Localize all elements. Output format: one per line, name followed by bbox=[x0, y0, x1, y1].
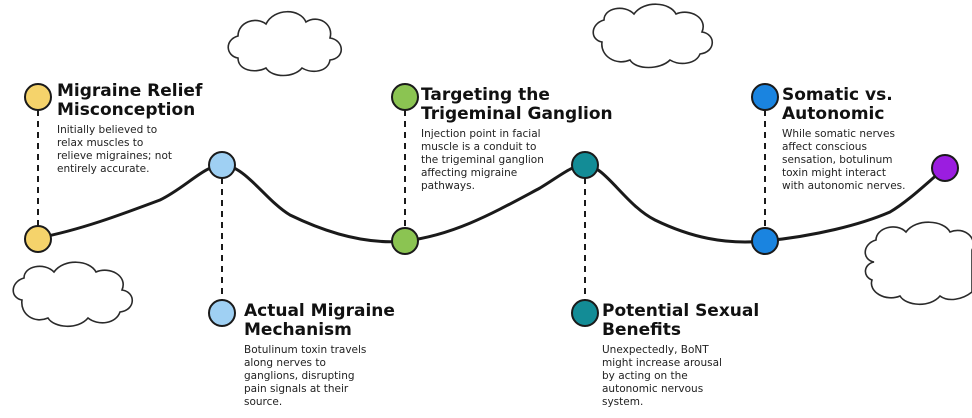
step-4-card: Potential Sexual Benefits Unexpectedly, … bbox=[602, 302, 772, 409]
step-2-title: Actual Migraine Mechanism bbox=[244, 301, 395, 340]
step-5-title: Somatic vs. Autonomic bbox=[782, 85, 893, 124]
end-node bbox=[931, 154, 959, 182]
step-3-description: Injection point in facial muscle is a co… bbox=[421, 128, 544, 192]
cloud-icon bbox=[592, 3, 714, 69]
step-5-marker bbox=[751, 83, 779, 111]
step-1-title: Migraine Relief Misconception bbox=[57, 81, 203, 120]
step-3-title: Targeting the Trigeminal Ganglion bbox=[421, 85, 613, 124]
step-3-marker bbox=[391, 83, 419, 111]
timeline-curve bbox=[36, 163, 947, 244]
step-4-title: Potential Sexual Benefits bbox=[602, 301, 760, 340]
cloud-icon bbox=[12, 261, 134, 328]
step-1-description: Initially believed to relax muscles to r… bbox=[57, 124, 172, 175]
step-2-description: Botulinum toxin travels along nerves to … bbox=[244, 344, 367, 408]
cloud-icon bbox=[864, 221, 972, 306]
step-4-description: Unexpectedly, BoNT might increase arousa… bbox=[602, 344, 722, 408]
cloud-icon bbox=[227, 10, 343, 77]
step-5-node bbox=[751, 227, 779, 255]
step-4-node bbox=[571, 151, 599, 179]
step-3-card: Targeting the Trigeminal Ganglion Inject… bbox=[421, 86, 621, 193]
step-1-node bbox=[24, 225, 52, 253]
step-4-marker bbox=[571, 299, 599, 327]
step-5-card: Somatic vs. Autonomic While somatic nerv… bbox=[782, 86, 942, 193]
step-5-description: While somatic nerves affect conscious se… bbox=[782, 128, 906, 192]
step-3-node bbox=[391, 227, 419, 255]
step-1-marker bbox=[24, 83, 52, 111]
step-2-card: Actual Migraine Mechanism Botulinum toxi… bbox=[244, 302, 414, 409]
step-1-card: Migraine Relief Misconception Initially … bbox=[57, 82, 222, 176]
step-2-node bbox=[208, 151, 236, 179]
step-2-marker bbox=[208, 299, 236, 327]
